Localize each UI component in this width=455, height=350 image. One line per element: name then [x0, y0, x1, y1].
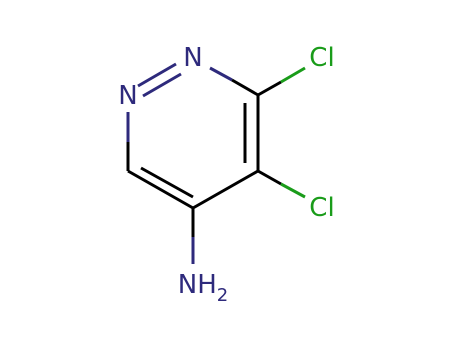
bond-c6-c5-inner: [140, 166, 194, 199]
bond-n2-n1: [137, 62, 177, 88]
bond-group: [126, 62, 306, 264]
atom-cl-lower-label: Cl: [309, 193, 334, 223]
bond-c4-cl-b: [280, 182, 306, 199]
atom-cl-upper-label: Cl: [309, 43, 334, 73]
amine-subscript: 2: [217, 285, 228, 306]
bond-n2-n1-inner: [142, 72, 182, 98]
bond-n2-c3-a: [209, 66, 233, 82]
bond-c3-cl-b: [280, 66, 306, 84]
amine-main-text: NH: [178, 270, 217, 300]
amine-label: NH2: [178, 270, 228, 306]
bond-n2-c3-b: [231, 78, 259, 97]
bond-c6-c5: [127, 169, 194, 210]
atom-n2-label: N: [183, 43, 202, 73]
bond-c5-c4: [192, 169, 259, 210]
bond-c4-cl-a: [257, 169, 282, 186]
bond-c3-cl-a: [257, 80, 282, 97]
atom-n1-label: N: [118, 81, 137, 111]
